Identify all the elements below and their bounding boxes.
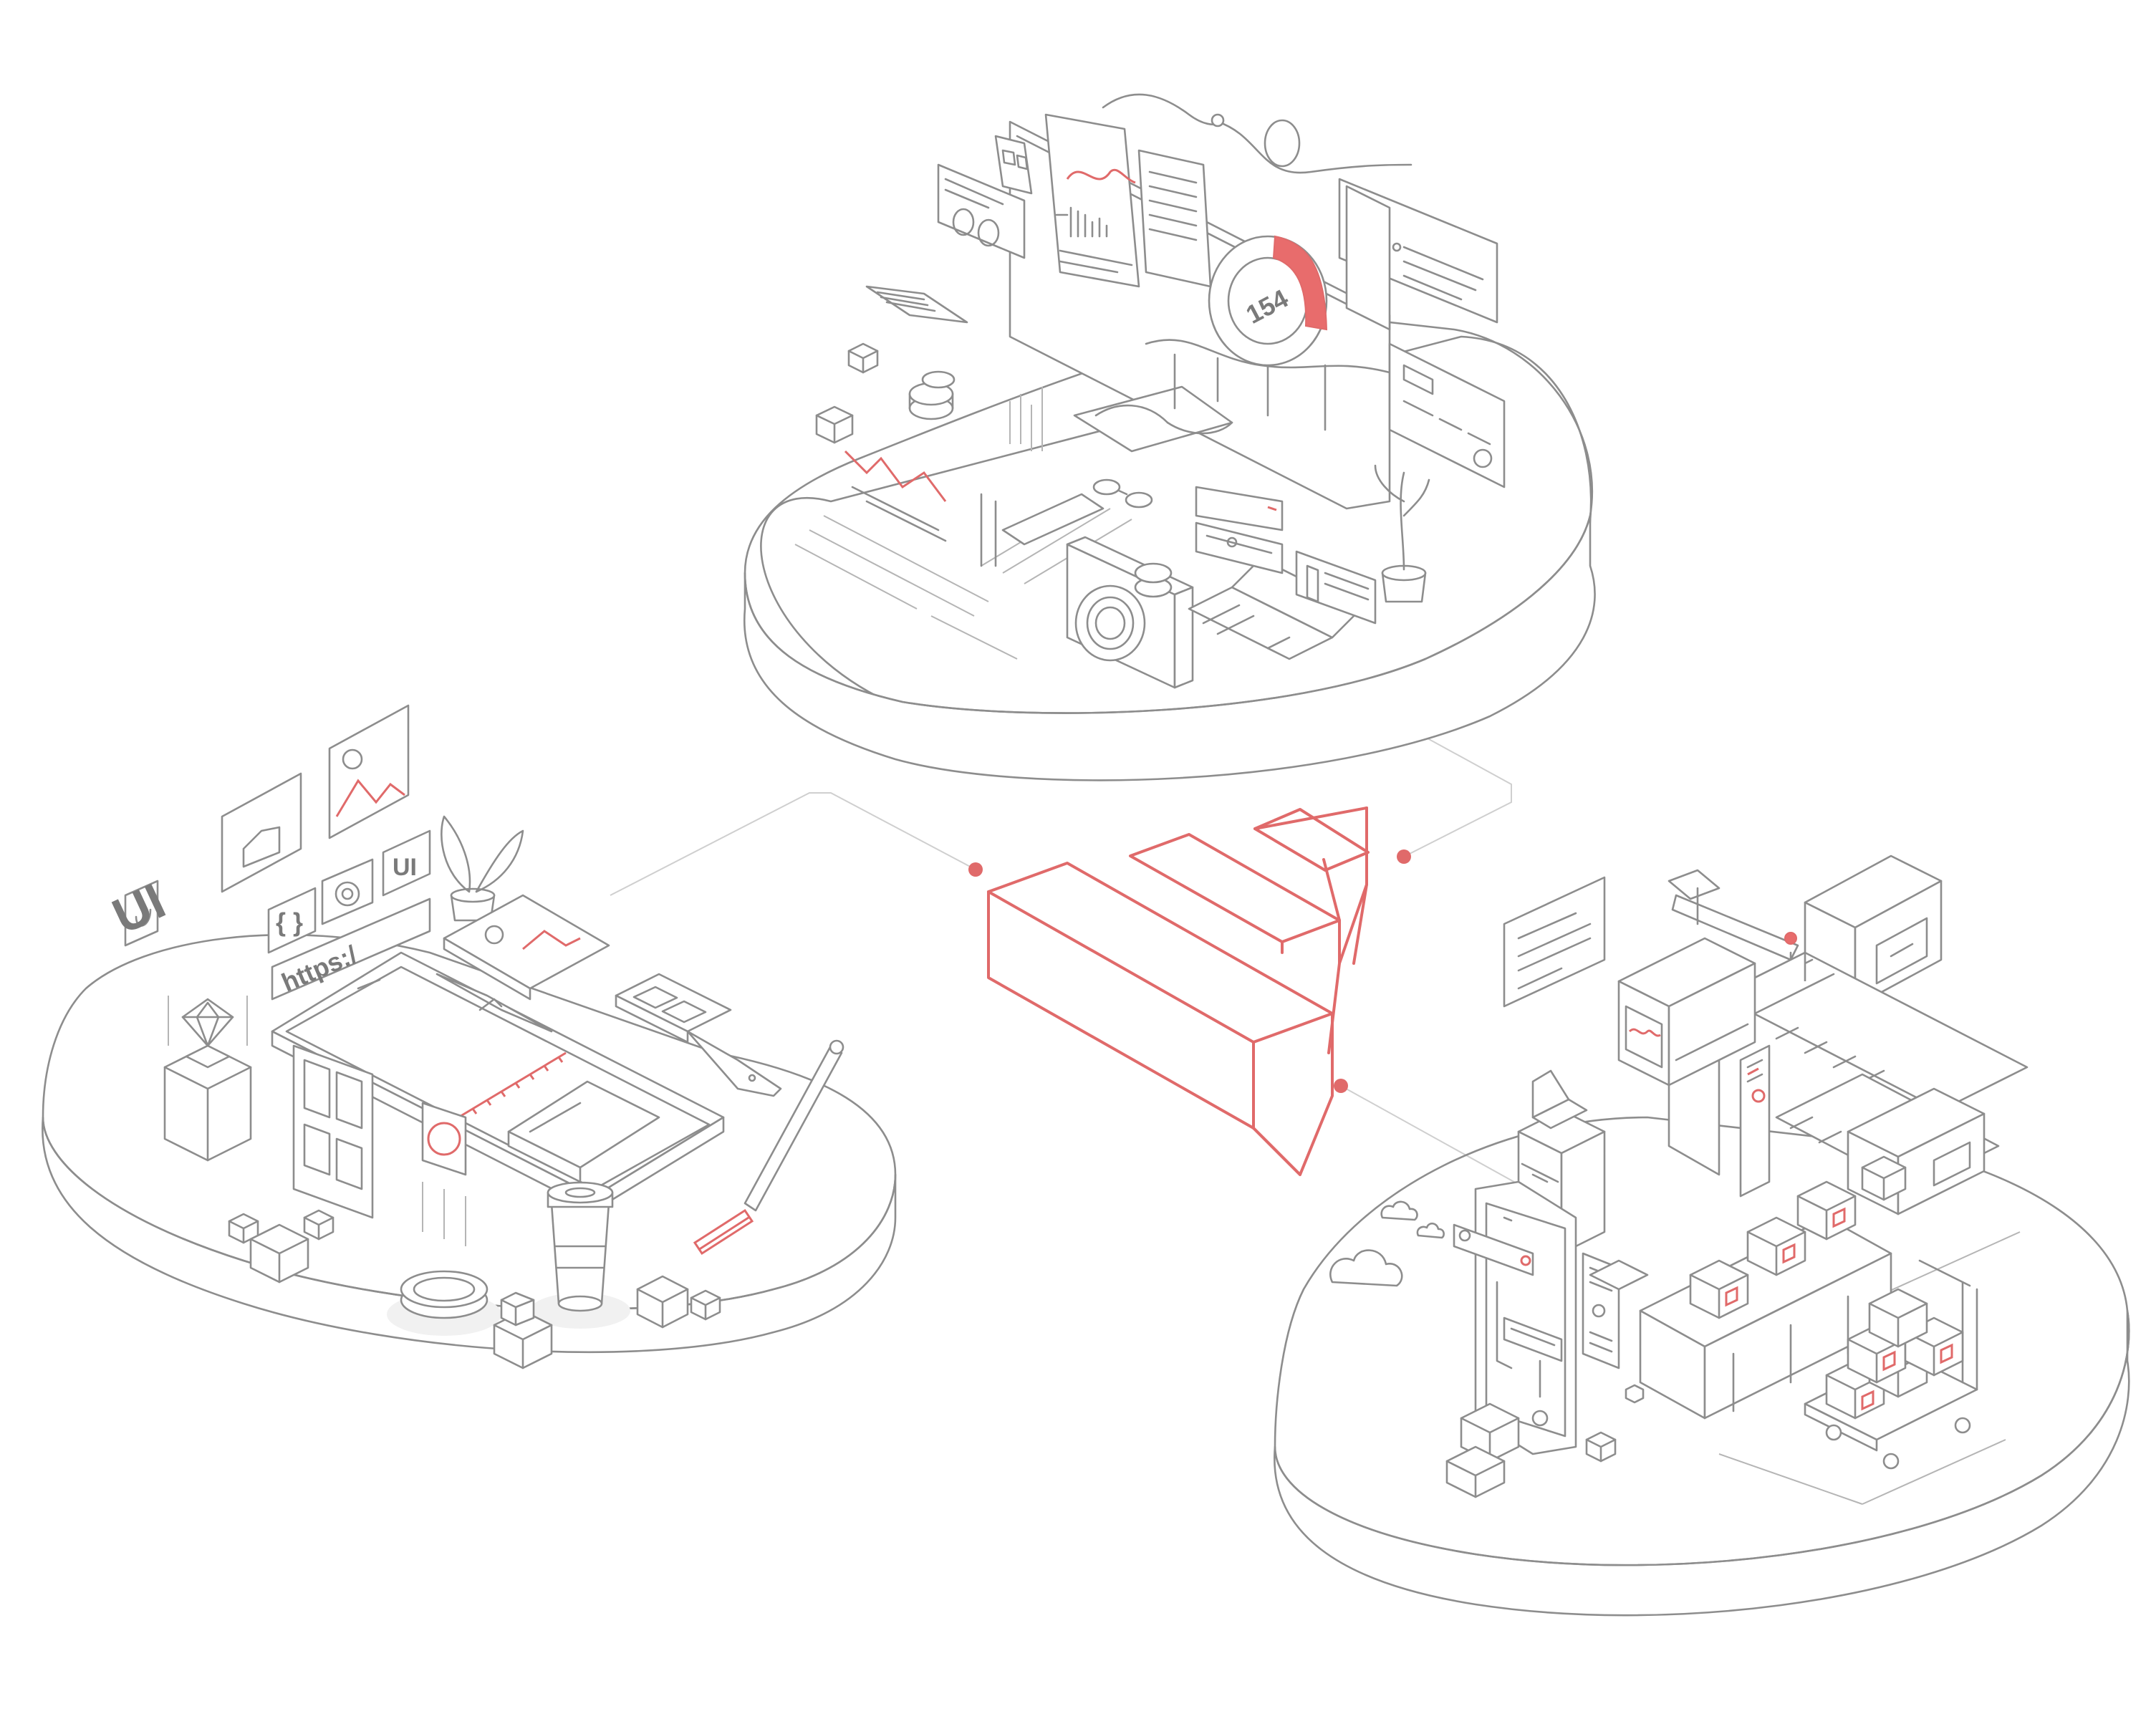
document-panel [1137,149,1212,288]
leaf-plant [441,815,524,922]
side-info-panel [1582,1252,1649,1369]
line-chart-panel [1044,113,1140,288]
slider-panel-1 [1195,521,1284,574]
dashboard-platform: 154 [743,93,1596,781]
donut-chart: 154 [1208,235,1328,367]
image-icon [328,704,410,839]
ui-badge: UI [382,829,431,897]
connector-dot-right [1397,849,1411,864]
floor-cubes [228,1209,721,1369]
ring-icon [1264,119,1301,168]
logistics-platform [1274,854,2130,1617]
report-sheet [865,285,968,324]
code-icon: { } [267,887,317,954]
trolley-cart [1804,1259,1978,1470]
parcel-boxes [1689,1155,1907,1319]
home-icon [221,772,302,893]
machine-unit-left [1617,937,1756,1087]
search-bar [1453,1223,1534,1276]
coin-stack [908,370,956,420]
smartphone [1453,1180,1577,1455]
lens-cylinder [1134,562,1173,598]
cloud-icons [1329,1200,1445,1287]
cube-small [847,342,879,374]
mesh-sheet [421,1102,467,1176]
small-widget [435,973,553,1033]
machine-unit-top [1804,854,1943,1008]
ui-badge-label: UI [393,854,417,881]
plant-icon [1374,464,1430,603]
connector-dot-left [968,862,983,877]
floating-card [1503,876,1606,1008]
glasses-icon [1092,478,1153,509]
ui-letters-3d: UI [105,872,173,944]
connector-lines [610,701,1605,1233]
camera-icon [1066,536,1194,689]
code-braces: { } [276,907,303,937]
left-card [937,163,1026,259]
ui-letters: UI [105,872,173,947]
photo-card [443,894,610,1001]
right-card [1388,342,1506,488]
floor-parcels [1445,1384,1645,1498]
coaster [387,1270,501,1336]
smartwatch [615,973,782,1097]
pencil-icon [693,1039,844,1256]
connector-dot-bottom [1334,1079,1348,1093]
gantry [1739,1044,1771,1198]
center-logo [987,806,1370,1176]
slider-panel-2 [1195,486,1284,531]
design-platform: UI { } UI https:/ [42,704,897,1369]
coffee-cup [530,1181,630,1329]
conveyor-lower [1639,1216,1892,1420]
gear-icon [321,858,374,925]
cube-medium [815,405,854,444]
gem-pedestal [163,996,252,1162]
layout-panel [292,1044,374,1219]
